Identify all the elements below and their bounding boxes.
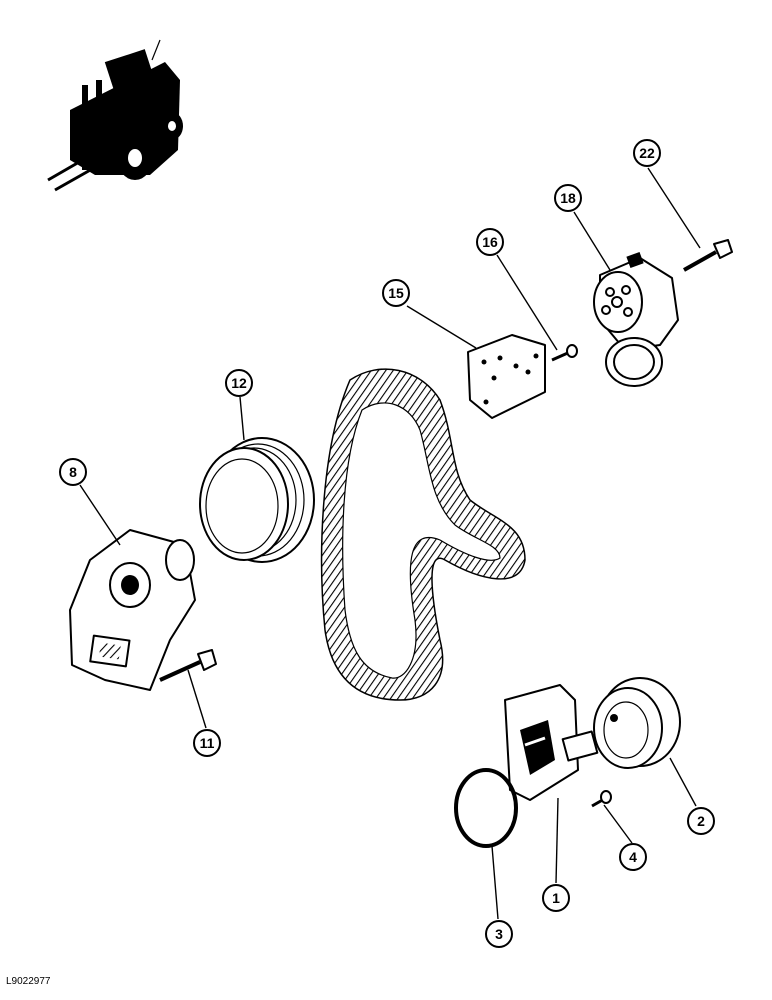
callout-16: 16 xyxy=(476,228,504,256)
screw-part-16 xyxy=(551,344,578,362)
bracket-part-8 xyxy=(69,529,196,691)
callout-22: 22 xyxy=(633,139,661,167)
callout-label: 3 xyxy=(495,926,503,942)
callout-18: 18 xyxy=(554,184,582,212)
callout-label: 8 xyxy=(69,464,77,480)
bolt-part-11 xyxy=(159,649,217,682)
callout-8: 8 xyxy=(59,458,87,486)
callout-label: 11 xyxy=(200,735,215,751)
callout-11: 11 xyxy=(193,729,221,757)
callout-label: 1 xyxy=(552,890,560,906)
callout-label: 18 xyxy=(560,190,576,206)
callout-label: 15 xyxy=(388,285,404,301)
callout-label: 22 xyxy=(639,145,655,161)
mounting-plate-part-15 xyxy=(467,334,546,419)
drawing-code: L9022977 xyxy=(6,976,51,987)
water-pump-part-1 xyxy=(504,684,599,801)
callout-15: 15 xyxy=(382,279,410,307)
callout-1: 1 xyxy=(542,884,570,912)
tensioner-part-18 xyxy=(593,251,679,387)
callout-4: 4 xyxy=(619,843,647,871)
callout-label: 16 xyxy=(482,234,498,250)
screw-part-4 xyxy=(591,790,612,808)
pulley-part-2 xyxy=(593,677,681,769)
pulley-part-12 xyxy=(199,437,315,563)
callout-12: 12 xyxy=(225,369,253,397)
bolt-part-22 xyxy=(683,239,733,272)
drive-belt xyxy=(320,368,526,701)
callout-label: 2 xyxy=(697,813,705,829)
callout-label: 4 xyxy=(629,849,637,865)
forklift-icon xyxy=(47,39,183,192)
leader-lines xyxy=(79,167,701,920)
o-ring-part-3 xyxy=(454,768,518,848)
callout-label: 12 xyxy=(231,375,247,391)
callout-2: 2 xyxy=(687,807,715,835)
callout-3: 3 xyxy=(485,920,513,948)
